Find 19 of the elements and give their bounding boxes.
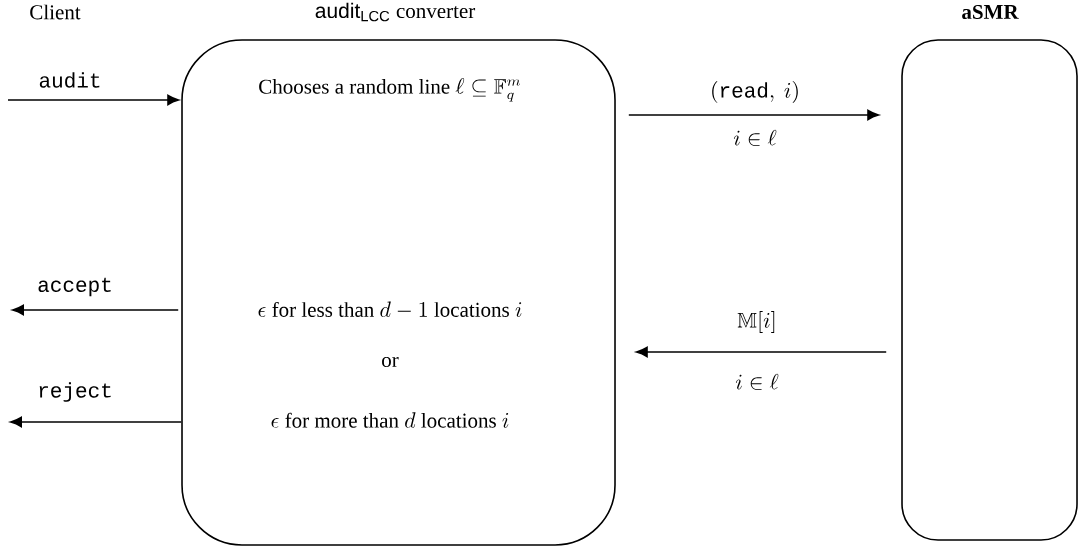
box-text: $\mbox{Chooses a random line }\ell\subseteq\mathbb{F}_q^m$ [259, 78, 521, 102]
arrow [10, 416, 182, 428]
edge-label: audit [39, 72, 100, 88]
box-heading: aSMR [962, 4, 1019, 20]
box-text: $\epsilon\mbox{ for more than }d\mbox{ locations }i$ [271, 412, 509, 428]
box-heading: $\mathsf{audit}_{\mathsf{LCC}}\mbox{ converter}$ [315, 2, 476, 22]
edge-label: accept [38, 277, 111, 297]
arrow [12, 304, 179, 316]
arrow [7, 94, 180, 106]
edge-label: reject [39, 382, 111, 402]
condition-label: $i\in\ell$ [733, 129, 777, 147]
edge-label: $(\texttt{read},\ i)$ [712, 81, 798, 103]
arrow [628, 109, 880, 121]
participant-label: Client [30, 4, 81, 20]
box-text: $\epsilon\mbox{ for less than }d-1\mbox{ locations }i$ [258, 301, 522, 317]
box-text: or [382, 356, 399, 368]
condition-label: $i\in\ell$ [735, 373, 779, 391]
arrow [635, 346, 887, 358]
edge-label: $\mathbb{M}[i]$ [737, 311, 775, 333]
